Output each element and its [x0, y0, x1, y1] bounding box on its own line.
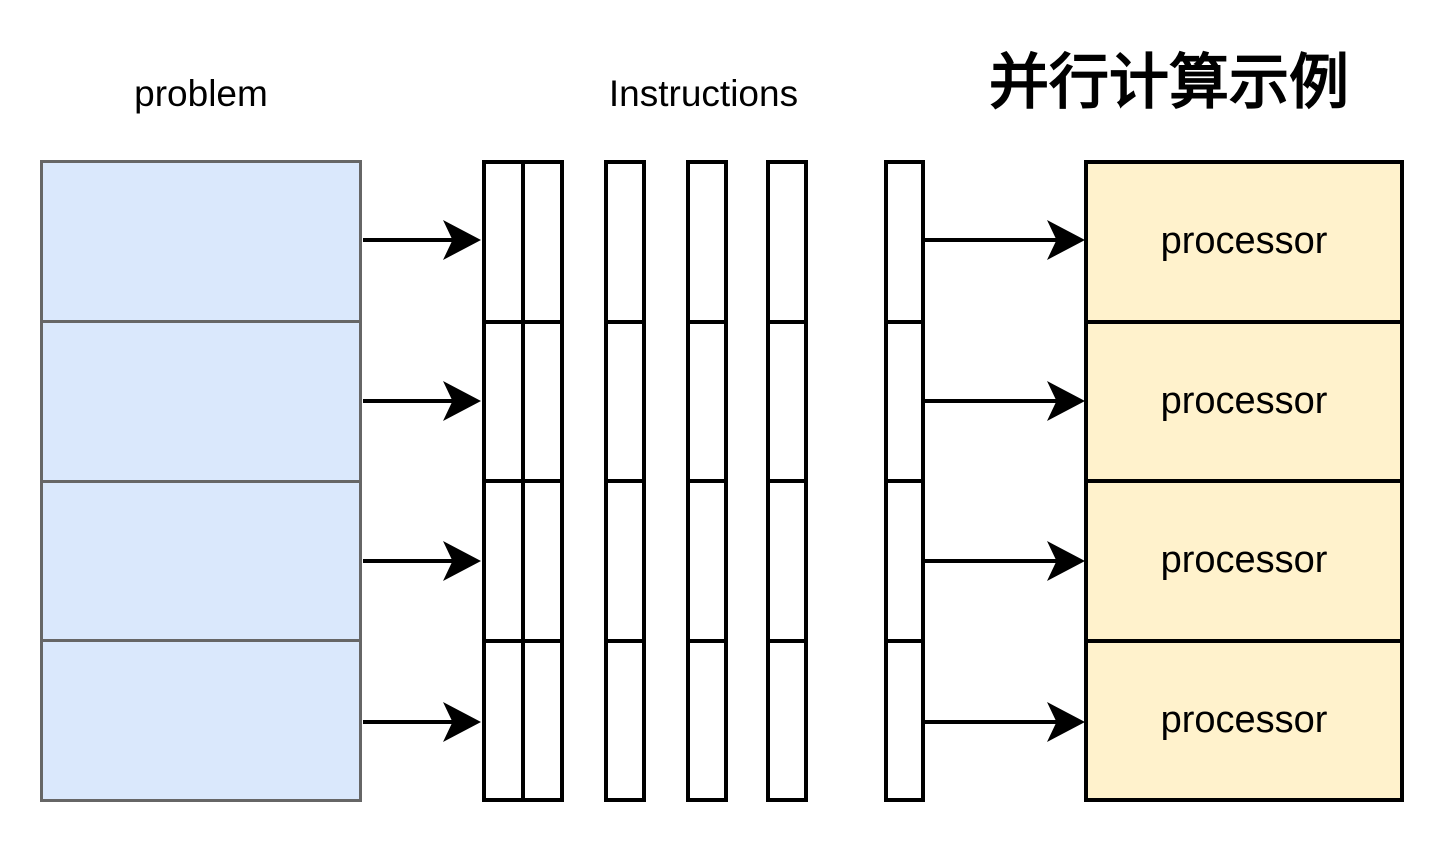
instruction-strip — [608, 164, 642, 798]
problem-row — [43, 319, 359, 480]
instruction-segment — [486, 479, 521, 639]
instruction-segment — [525, 479, 560, 639]
instruction-segment — [525, 319, 560, 480]
problem-row — [43, 479, 359, 640]
instruction-segment — [770, 479, 804, 639]
arrow-problem-to-instructions — [363, 541, 481, 581]
instruction-segment — [525, 638, 560, 799]
instruction-segment — [888, 479, 921, 639]
instruction-segment — [486, 164, 521, 320]
instruction-segment — [888, 319, 921, 480]
problem-box — [40, 160, 362, 802]
processor-row: processor — [1088, 638, 1400, 799]
instruction-segment — [690, 319, 724, 480]
arrow-instructions-to-processor — [925, 702, 1085, 742]
instruction-segment — [690, 479, 724, 639]
instruction-segment — [888, 164, 921, 320]
instruction-strip — [690, 164, 724, 798]
instruction-segment — [770, 638, 804, 799]
arrow-shaft — [925, 238, 1057, 242]
arrow-problem-to-instructions — [363, 381, 481, 421]
arrow-shaft — [925, 720, 1057, 724]
arrow-shaft — [363, 720, 453, 724]
processor-row: processor — [1160, 220, 1328, 263]
arrow-instructions-to-processor — [925, 541, 1085, 581]
problem-row — [43, 639, 359, 799]
instruction-strip — [486, 164, 521, 798]
instruction-segment — [486, 319, 521, 480]
arrow-shaft — [363, 399, 453, 403]
instructions-label: Instructions — [608, 73, 799, 114]
arrow-shaft — [925, 559, 1057, 563]
processor-box: processor processor processor processor — [1084, 160, 1404, 802]
arrow-shaft — [363, 559, 453, 563]
instruction-segment — [770, 164, 804, 320]
instruction-segment — [888, 638, 921, 799]
instruction-strip — [888, 164, 921, 798]
instruction-segment — [608, 479, 642, 639]
processor-row: processor — [1088, 319, 1400, 480]
instruction-column — [766, 160, 808, 802]
problem-label: problem — [134, 73, 268, 114]
instruction-segment — [690, 638, 724, 799]
instruction-column — [604, 160, 646, 802]
instruction-segment — [770, 319, 804, 480]
arrow-shaft — [925, 399, 1057, 403]
instruction-segment — [608, 638, 642, 799]
arrow-instructions-to-processor — [925, 220, 1085, 260]
processor-row: processor — [1088, 479, 1400, 639]
instruction-column — [884, 160, 925, 802]
problem-row — [43, 163, 359, 320]
diagram-title: 并行计算示例 — [989, 49, 1349, 116]
arrow-shaft — [363, 238, 453, 242]
arrow-problem-to-instructions — [363, 702, 481, 742]
instruction-segment — [486, 638, 521, 799]
arrow-instructions-to-processor — [925, 381, 1085, 421]
instruction-strip — [521, 164, 560, 798]
instruction-segment — [525, 164, 560, 320]
instruction-column-pair — [482, 160, 564, 802]
arrow-problem-to-instructions — [363, 220, 481, 260]
instruction-column — [686, 160, 728, 802]
instruction-segment — [690, 164, 724, 320]
instruction-segment — [608, 164, 642, 320]
instruction-segment — [608, 319, 642, 480]
instruction-strip — [770, 164, 804, 798]
